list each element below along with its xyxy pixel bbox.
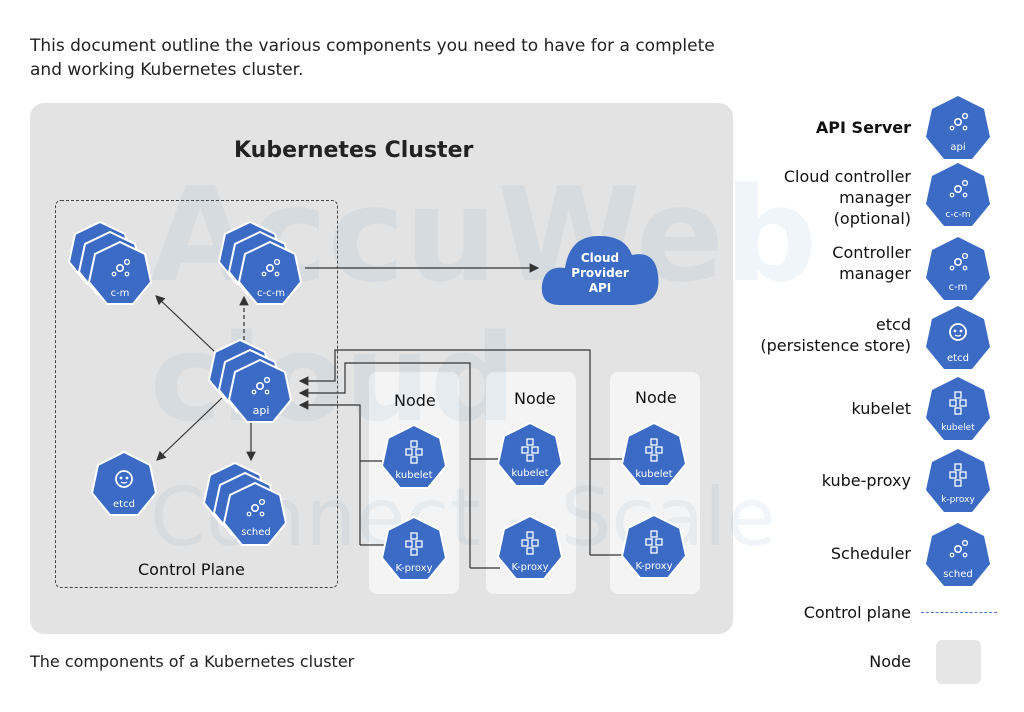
legend-control-plane-label: Control plane	[803, 603, 911, 622]
cluster-title: Kubernetes Cluster	[234, 138, 474, 163]
ccm-label: c-c-m	[257, 288, 285, 299]
connector-node2	[298, 362, 471, 568]
connectors	[155, 263, 623, 569]
legend-etcd-line2: (persistence store)	[760, 336, 911, 355]
legend-etcd-icon-label: etcd	[947, 353, 969, 364]
legend-sched-icon: sched	[926, 523, 990, 586]
arrow-api-to-cm	[155, 295, 216, 353]
etcd-label: etcd	[113, 499, 135, 510]
node2-kubelet-label: kubelet	[511, 468, 548, 479]
legend-cm-icon-label: c-m	[949, 282, 968, 293]
legend-ccm-icon: c-c-m	[926, 163, 990, 226]
legend-etcd-line1: etcd	[875, 315, 911, 334]
legend-scheduler-label: Scheduler	[830, 544, 911, 563]
cloud-line3: API	[589, 281, 612, 295]
sched-label: sched	[241, 527, 271, 538]
legend-kubelet-label: kubelet	[851, 399, 911, 418]
node3-kubelet: kubelet	[620, 421, 688, 487]
ccm-component-stack: c-c-m	[217, 220, 303, 305]
svg-text:cloud: cloud	[150, 310, 516, 449]
legend-api-icon: api	[926, 96, 990, 159]
legend-ccm-line3: (optional)	[833, 209, 911, 228]
legend-kproxy-icon: k-proxy	[926, 449, 990, 512]
etcd-component: etcd	[90, 450, 158, 516]
control-plane-boundary	[55, 200, 338, 588]
node-title-2: Node	[514, 389, 556, 408]
legend-etcd-label: etcd (persistence store)	[760, 314, 911, 356]
node1-kproxy-label: K-proxy	[395, 563, 432, 574]
legend-etcd-icon: etcd	[926, 306, 990, 369]
connector-node3	[298, 349, 591, 555]
legend-node-swatch	[936, 640, 981, 684]
legend-kubelet-icon: kubelet	[926, 377, 990, 440]
legend-kproxy-label: kube-proxy	[821, 471, 911, 490]
cm-component-stack: c-m	[67, 220, 153, 305]
node3-kubelet-label: kubelet	[635, 469, 672, 480]
legend-sched-icon-label: sched	[943, 569, 973, 580]
node3-kproxy-label: K-proxy	[635, 561, 672, 572]
arrow-api-to-etcd	[156, 397, 223, 461]
legend-cm-label: Controller manager	[832, 242, 911, 284]
node1-kubelet: kubelet	[380, 423, 448, 489]
connector-node1	[298, 400, 361, 545]
node2-kubelet: kubelet	[496, 421, 564, 487]
legend-cm-line2: manager	[839, 264, 911, 283]
legend-kubelet-icon-label: kubelet	[941, 423, 975, 433]
legend-control-plane-dash	[921, 612, 997, 613]
legend-cm-icon: c-m	[926, 237, 990, 300]
node1-kubelet-label: kubelet	[395, 470, 432, 481]
figure-caption: The components of a Kubernetes cluster	[30, 652, 355, 671]
legend-ccm-line1: Cloud controller	[783, 167, 911, 186]
node2-kproxy: K-proxy	[496, 514, 564, 580]
api-label: api	[253, 404, 270, 417]
legend-ccm-label: Cloud controller manager (optional)	[784, 166, 911, 229]
legend-api-icon-label: api	[950, 142, 965, 153]
node1-kproxy: K-proxy	[380, 515, 448, 581]
control-plane-label: Control Plane	[138, 560, 245, 579]
legend-api-server-label: API Server	[815, 118, 911, 137]
legend-ccm-line2: manager	[839, 188, 911, 207]
node-title-1: Node	[394, 391, 436, 410]
legend-ccm-icon-label: c-c-m	[945, 210, 970, 220]
node2-kproxy-label: K-proxy	[511, 562, 548, 573]
legend-node-label: Node	[869, 652, 911, 671]
scheduler-stack: sched	[202, 461, 288, 546]
cloud-line2: Provider	[571, 266, 629, 280]
node3-kproxy: K-proxy	[620, 513, 688, 579]
legend-cm-line1: Controller	[832, 243, 911, 262]
cloud-line1: Cloud	[581, 251, 619, 265]
node-title-3: Node	[635, 388, 677, 407]
cloud-provider-api: Cloud Provider API	[541, 235, 659, 305]
legend-kproxy-icon-label: k-proxy	[941, 495, 975, 505]
api-server-stack: api	[207, 338, 293, 423]
cm-label: c-m	[111, 288, 130, 299]
intro-text: This document outline the various compon…	[30, 36, 715, 80]
